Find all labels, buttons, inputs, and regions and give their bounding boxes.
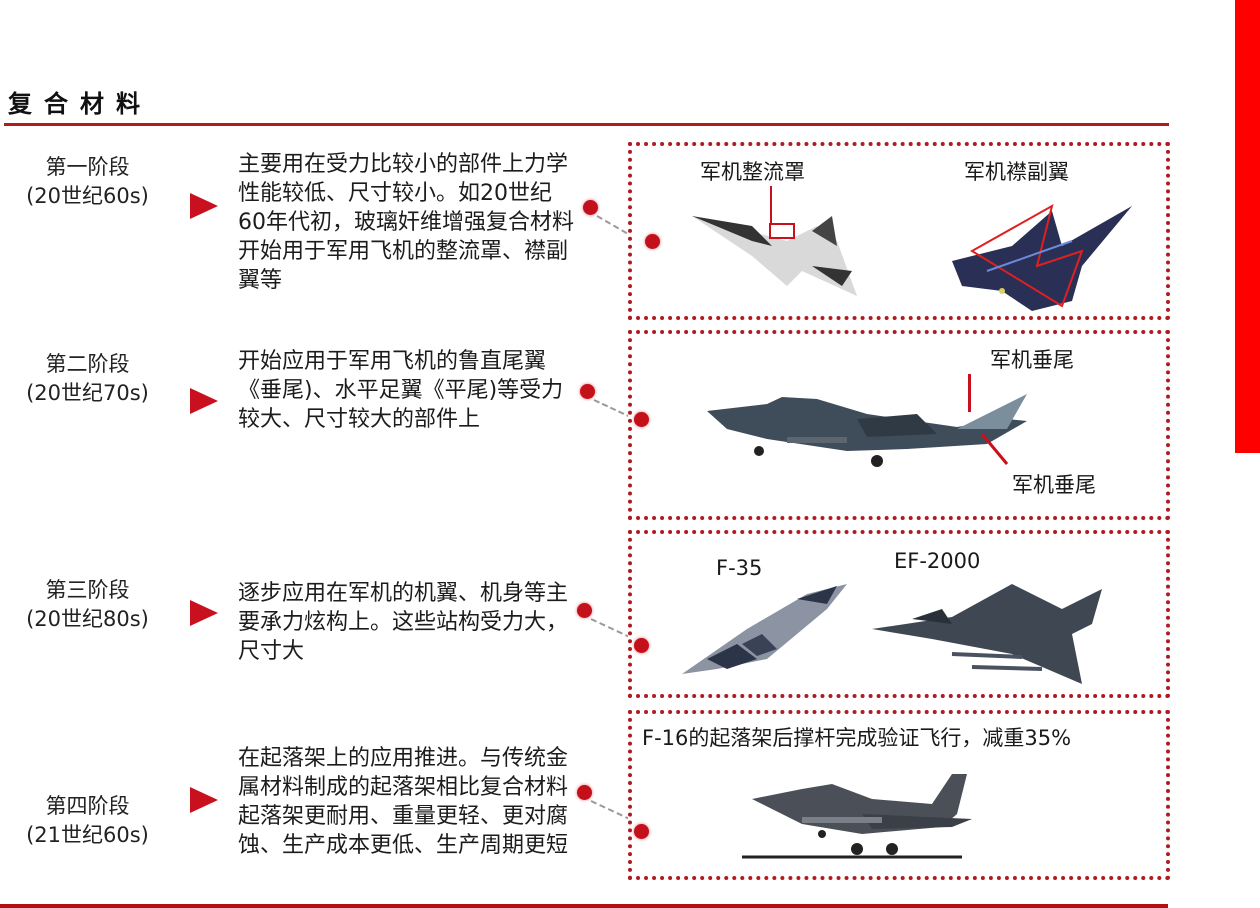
- panel-dot: [645, 234, 660, 249]
- stage-label: 第四阶段 (21世纪60s): [0, 792, 175, 850]
- connector-dot: [577, 785, 592, 800]
- panel-label: EF-2000: [894, 549, 981, 573]
- stage-description: 在起落架上的应用推进。与传统金属材料制成的起落架相比复合材料起落架更耐用、重量更…: [238, 746, 569, 858]
- side-accent-bar: [1235, 0, 1260, 453]
- stage-name: 第四阶段: [45, 794, 130, 818]
- connector-dot: [583, 200, 598, 215]
- stage-label: 第三阶段 (20世纪80s): [0, 576, 175, 634]
- panel-label: 军机垂尾: [990, 348, 1074, 372]
- stage-description: 开始应用于军用飞机的鲁直尾翼《垂尾)、水平足翼《平尾)等受力较大、尺寸较大的部件…: [238, 349, 564, 432]
- arrow-right-icon: [190, 388, 218, 414]
- arrow-right-icon: [190, 787, 218, 813]
- panel-label: 军机襟副翼: [964, 160, 1069, 184]
- connector-dash: [590, 618, 632, 639]
- stage-3-image-panel: F-35 EF-2000: [628, 530, 1170, 698]
- arrow-right-icon: [190, 193, 218, 219]
- stage-name: 第三阶段: [45, 578, 130, 602]
- stage-description: 主要用在受力比较小的部件上力学性能较低、尺寸较小。如20世纪60年代初，玻璃奸维…: [238, 152, 574, 293]
- connector-dot: [577, 603, 592, 618]
- stage-label: 第一阶段 (20世纪60s): [0, 153, 175, 211]
- panel-label: 军机整流罩: [700, 160, 805, 184]
- connector-dot: [580, 384, 595, 399]
- bottom-divider: [0, 904, 1168, 908]
- panel-dot: [634, 638, 649, 653]
- panel-label: F-35: [716, 556, 763, 580]
- stage-period: (20世纪60s): [26, 184, 149, 208]
- connector-dash: [593, 399, 633, 419]
- stage-period: (21世纪60s): [26, 823, 149, 847]
- stage-period: (20世纪70s): [26, 381, 149, 405]
- title-divider: [4, 123, 1169, 126]
- fighter-jet-flanker-icon: [952, 203, 1132, 311]
- stage-description: 逐步应用在军机的机翼、机身等主要承力炫构上。这些站构受力大，尺寸大: [238, 581, 569, 664]
- panel-dot: [634, 824, 649, 839]
- stage-4-image-panel: F-16的起落架后撑杆完成验证飞行，减重35%: [628, 710, 1170, 880]
- stage-label: 第二阶段 (20世纪70s): [0, 350, 175, 408]
- panel-dot: [634, 412, 649, 427]
- stage-name: 第二阶段: [45, 352, 130, 376]
- connector-dash: [590, 800, 632, 821]
- panel-label: 军机垂尾: [1012, 473, 1096, 497]
- page-title: 复合材料: [8, 90, 152, 118]
- f35-jet-icon: [682, 584, 847, 674]
- fighter-jet-side-view-icon: [707, 394, 1027, 467]
- ef2000-jet-icon: [872, 584, 1102, 684]
- stage-2-image-panel: 军机垂尾 军机垂尾: [628, 330, 1170, 520]
- panel-label: F-16的起落架后撑杆完成验证飞行，减重35%: [642, 726, 1072, 750]
- stage-1-image-panel: 军机整流罩 军机襟副翼: [628, 142, 1170, 320]
- fighter-jet-stealth-icon: [692, 216, 857, 296]
- callout-line: [770, 186, 772, 224]
- stage-period: (20世纪80s): [26, 607, 149, 631]
- callout-line: [968, 374, 971, 412]
- arrow-right-icon: [190, 600, 218, 626]
- f16-jet-landing-icon: [742, 774, 972, 859]
- stage-name: 第一阶段: [45, 155, 130, 179]
